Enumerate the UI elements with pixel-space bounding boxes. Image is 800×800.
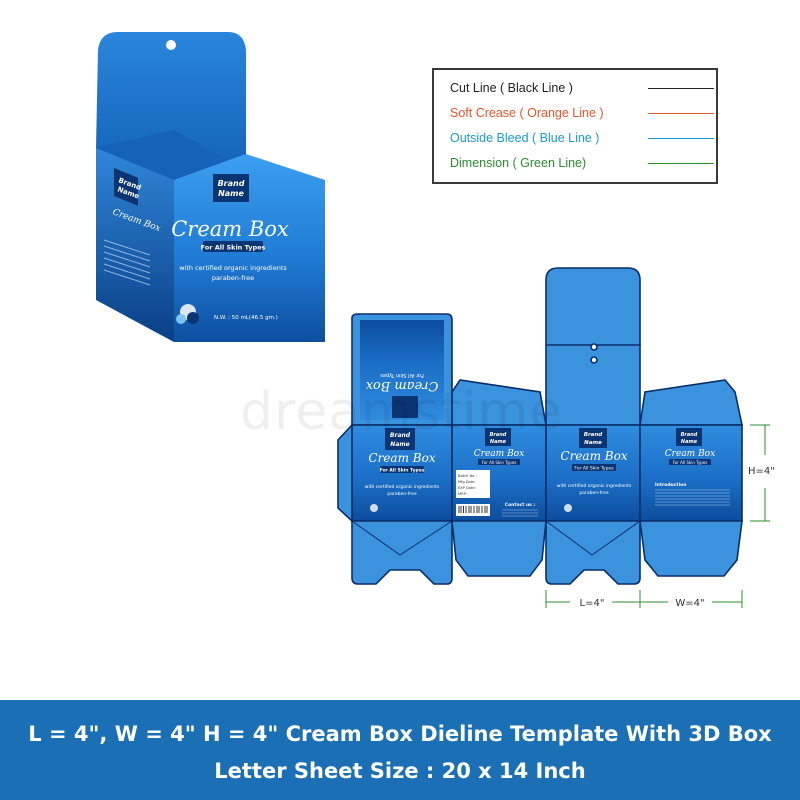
panel-front-title: Cream Box [368,451,435,465]
dieline-bottom-flap-2 [451,520,547,577]
batch-no-label: Batch No.: [458,474,477,478]
panel-side1-title: Cream Box [474,449,524,459]
panel-front-tag-pill [380,466,424,473]
front-netwt: N.W. : 50 mL(46.5 gm.) [214,315,278,321]
exp-date-label: EXP Date: [458,486,476,490]
banner-title: L = 4", W = 4" H = 4" Cream Box Dieline … [28,722,772,746]
panel-back-brand-2: Name [584,440,602,446]
side-brand-tag [114,168,138,206]
front-tagline: For All Skin Types [201,244,266,252]
front-desc-1: with certified organic ingredients [179,264,287,272]
front-logo-swirl [176,304,199,324]
tuck-product-title: Cream Box [365,378,438,393]
dieline-hole-2 [590,356,598,364]
legend-line-bleed [648,138,714,139]
panel-front-desc-2: paraben-free [387,491,416,497]
legend-row-dimension: Dimension ( Green Line) [450,153,714,173]
front-desc-2: paraben-free [212,274,254,282]
panel-back-brand-1: Brand [584,432,603,438]
legend-line-dimension [648,163,714,164]
dieline-hole-1 [590,343,598,351]
front-tagline-pill [203,241,263,252]
panel-back-logo [564,504,572,512]
contact-label: Contact us : [505,502,536,508]
panel-side1-tag-pill [478,459,520,465]
dieline-bottom-flap-4 [639,520,743,577]
panel-side2-tag-pill [669,459,711,465]
title-banner: L = 4", W = 4" H = 4" Cream Box Dieline … [0,700,800,800]
box-3d: Brand Name Cream Box Brand Name Cream Bo… [96,32,325,342]
dieline-top-tuck-art: Cream Box For All Skin Types [360,320,444,420]
legend-line-crease [648,113,714,114]
panel-side2-brand-1: Brand [681,432,698,438]
panel-back-tag-pill [572,464,616,471]
hang-hole [166,40,176,50]
batch-info-box [456,470,490,498]
dieline [337,267,743,585]
dieline-dust-flap-top-1 [451,379,547,426]
panel-side2-title: Cream Box [665,449,715,459]
panel-back-title: Cream Box [560,449,627,463]
legend-label-bleed: Outside Bleed ( Blue Line ) [450,131,600,145]
panel-side2-brand-tag [676,428,702,446]
front-brand-line1: Brand [218,179,245,188]
intro-lines [655,489,730,506]
front-product-title: Cream Box [171,217,289,241]
panel-side1-art: Brand Name Cream Box For All Skin Types … [456,428,538,517]
panel-side1-brand-tag [485,428,511,446]
dieline-hanger-flap [545,267,641,346]
panel-back-art: Brand Name Cream Box For All Skin Types … [557,428,632,512]
panel-side1-tagline: For All Skin Types [482,460,517,465]
legend-box: Cut Line ( Black Line ) Soft Crease ( Or… [432,68,718,184]
panel-back-desc-2: paraben-free [579,490,608,496]
tuck-tagline: For All Skin Types [380,372,424,378]
panel-back-brand-tag [579,428,607,448]
legend-line-cut [648,88,714,89]
dimension-lines [545,424,770,608]
mfg-date-label: Mfg Date: [458,480,476,484]
front-brand-line2: Name [218,189,244,198]
legend-label-crease: Soft Crease ( Orange Line ) [450,106,604,120]
dieline-crease-lines [351,520,641,556]
legend-row-cut: Cut Line ( Black Line ) [450,78,714,98]
dieline-dust-flap-top-2 [639,379,743,426]
panel-back-tagline: For All Skin Types [574,466,614,472]
contact-lines [502,509,538,517]
panel-front-logo [370,504,378,512]
side-text-lines [103,239,151,286]
tuck-brand-tag [392,396,418,418]
panel-front-desc-1: with certified organic ingredients [365,484,440,490]
legend-row-bleed: Outside Bleed ( Blue Line ) [450,128,714,148]
dim-l-label: L=4" [580,598,605,609]
panel-front-tagline: For All Skin Types [380,468,425,474]
panel-front-brand-2: Name [390,441,409,448]
dieline-glue-tab [337,422,353,523]
panel-back-desc-1: with certified organic ingredients [557,483,632,489]
barcode [456,504,490,516]
banner-subtitle: Letter Sheet Size : 20 x 14 Inch [214,759,586,783]
dim-w-label: W=4" [675,598,704,609]
panel-side2-brand-2: Name [681,439,698,445]
legend-label-cut: Cut Line ( Black Line ) [450,81,573,95]
panel-side1-brand-1: Brand [490,432,507,438]
panel-front-brand-tag [385,428,415,450]
legend-row-crease: Soft Crease ( Orange Line ) [450,103,714,123]
front-brand-tag [213,174,249,202]
panel-front-brand-1: Brand [390,432,411,439]
legend-label-dimension: Dimension ( Green Line) [450,156,587,170]
panel-side2-art: Brand Name Cream Box For All Skin Types … [655,428,730,506]
intro-label: Introduction [655,482,686,488]
panel-front-art: Brand Name Cream Box For All Skin Types … [365,428,440,512]
panel-side2-tagline: For All Skin Types [673,460,708,465]
dieline-bottom-flap-3 [545,520,641,585]
dim-h-label: H=4" [748,466,775,477]
mrp-label: MRP: [458,492,467,496]
panel-side1-brand-2: Name [490,439,507,445]
